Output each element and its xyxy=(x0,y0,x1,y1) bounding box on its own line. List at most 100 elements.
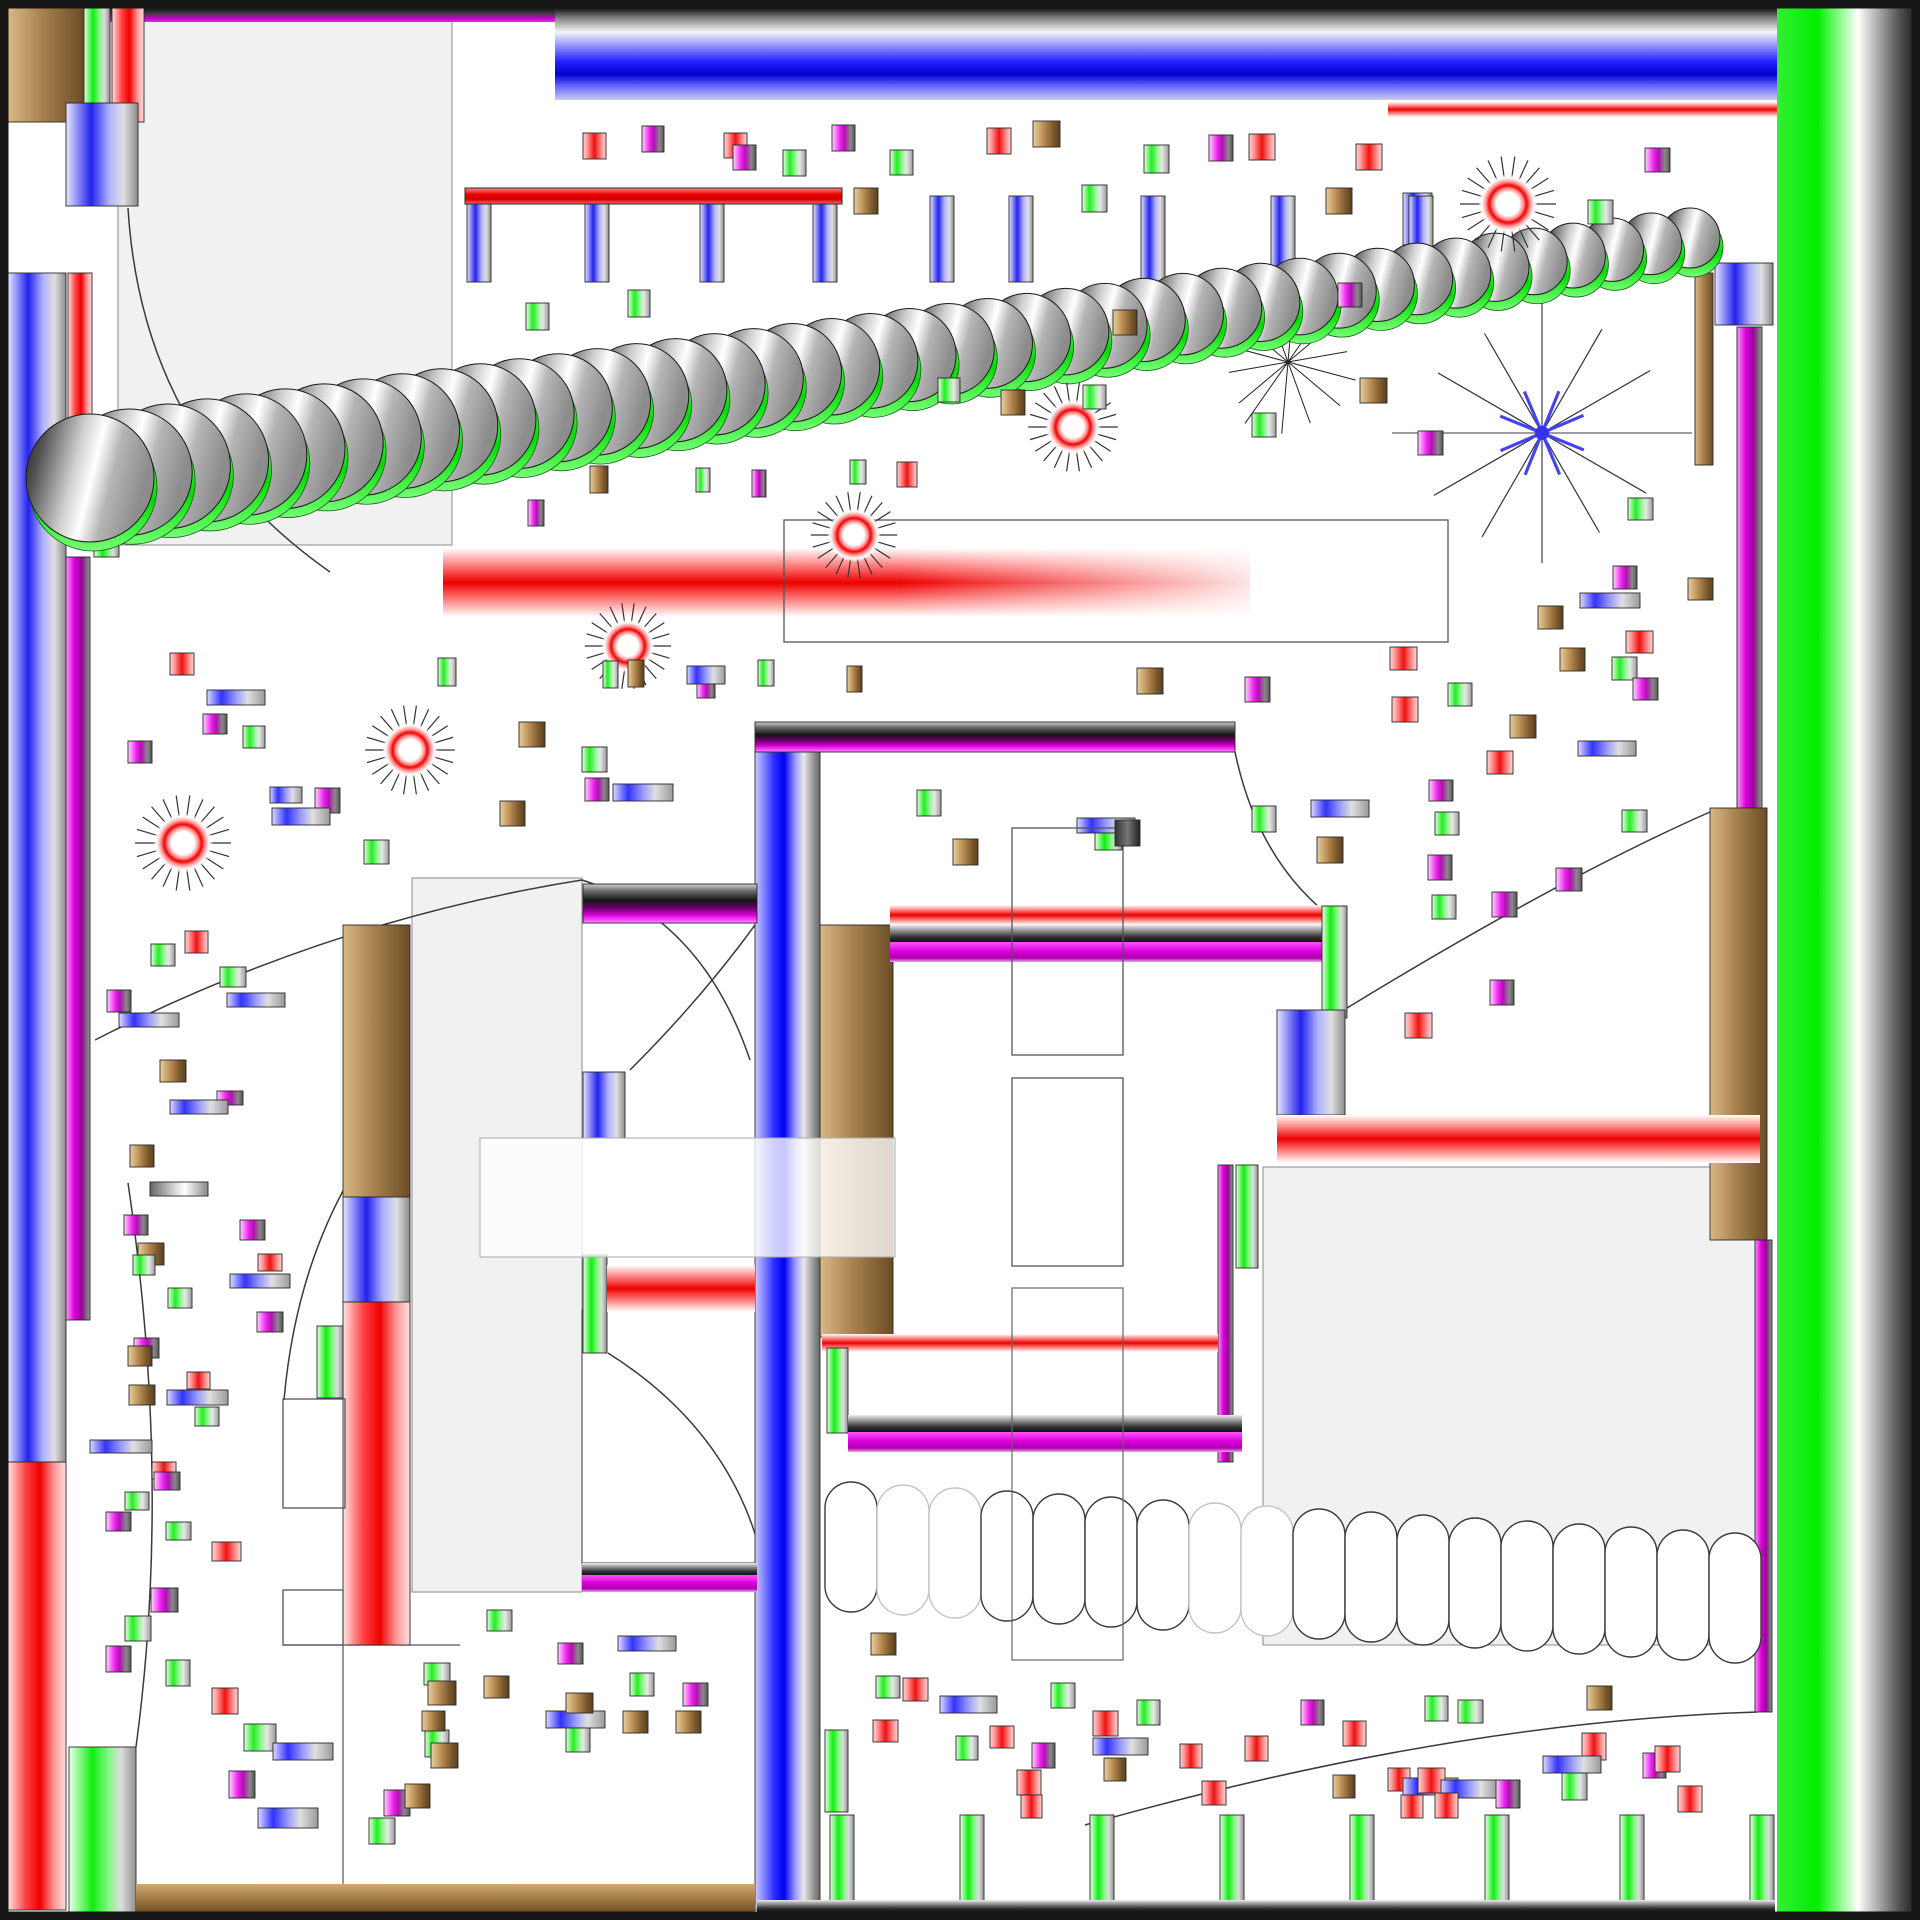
outline-box xyxy=(1011,1077,1124,1267)
scatter-chip-g xyxy=(363,839,390,865)
gradient-bar-magV xyxy=(1217,1164,1234,1463)
scatter-chip-m xyxy=(1612,565,1638,590)
scatter-layer xyxy=(89,120,1714,1845)
scatter-chip-r xyxy=(1625,630,1654,654)
translucent-band xyxy=(479,1137,896,1258)
boxes-top-layer xyxy=(1011,1287,1124,1661)
scatter-chip-br xyxy=(1359,377,1388,404)
scatter-chip-br xyxy=(421,1710,446,1732)
sun-core xyxy=(382,722,438,778)
scatter-chip-bp xyxy=(612,783,674,802)
gradient-bar-blueCol xyxy=(754,751,821,1911)
arc-curve xyxy=(629,924,756,1071)
arc-curve xyxy=(1346,811,1711,1009)
capsule-pill xyxy=(1084,1496,1138,1628)
scatter-chip-br xyxy=(430,1742,459,1769)
sun-burst xyxy=(810,492,898,578)
white-box xyxy=(581,1309,758,1564)
scatter-chip-gp xyxy=(149,1181,209,1197)
scatter-chip-r xyxy=(989,1725,1015,1749)
scatter-chip-g xyxy=(889,149,914,176)
scatter-chip-br xyxy=(1687,577,1714,601)
gradient-bar-magV xyxy=(1736,326,1763,809)
pills-layer xyxy=(824,1481,1762,1664)
scatter-chip-k xyxy=(1114,819,1141,847)
sun-burst xyxy=(135,795,231,891)
scatter-chip-br xyxy=(1332,1774,1356,1799)
gradient-bar-brownV xyxy=(342,924,411,1198)
scatter-chip-g xyxy=(1251,805,1277,833)
scatter-chip-bp xyxy=(1577,740,1637,757)
scatter-chip-g xyxy=(955,1735,979,1761)
scatter-chip-m xyxy=(751,469,767,498)
scatter-chip-g xyxy=(1447,682,1473,707)
scatter-chip-g xyxy=(875,1675,901,1699)
gradient-bar-magSoftH xyxy=(890,942,1322,962)
sun-core xyxy=(1478,174,1538,234)
scatter-chip-br xyxy=(675,1710,702,1734)
scatter-chip-bp xyxy=(686,665,726,685)
scatter-chip-g xyxy=(581,746,608,773)
scatter-chip-g xyxy=(695,467,711,493)
scatter-chip-g xyxy=(1431,894,1457,920)
sphere xyxy=(25,413,155,543)
scatter-chip-r xyxy=(1016,1769,1042,1796)
sun-core xyxy=(827,508,881,562)
capsule-pill xyxy=(1604,1526,1658,1658)
scatter-chip-br xyxy=(427,1680,457,1706)
band-layer xyxy=(479,1137,896,1258)
scatter-chip-g xyxy=(565,1727,591,1753)
regions-layer xyxy=(117,19,1758,1646)
blue-star-core xyxy=(1535,426,1549,440)
scatter-chip-r xyxy=(1417,1767,1446,1794)
scatter-chip-g xyxy=(150,943,176,967)
scatter-chip-g xyxy=(782,149,807,177)
capsule-pill xyxy=(980,1490,1034,1622)
sun-core xyxy=(1045,399,1101,455)
capsule-pill xyxy=(1500,1520,1554,1652)
scatter-chip-m xyxy=(153,1471,181,1491)
scatter-chip-g xyxy=(1136,1699,1161,1726)
scatter-chip-bp xyxy=(118,1012,180,1028)
gradient-bar-greenV xyxy=(826,1347,849,1434)
scatter-chip-g xyxy=(916,789,942,817)
gradient-bar-brownV xyxy=(1709,807,1768,1241)
scatter-chip-r xyxy=(1179,1743,1203,1769)
scatter-chip-g xyxy=(1143,144,1170,174)
sun-burst xyxy=(1460,156,1556,252)
gradient-bar-grayDarkH xyxy=(757,1900,1775,1912)
scatter-chip-m xyxy=(1208,134,1234,162)
blue-column xyxy=(1140,195,1166,283)
gradient-bar-greenV xyxy=(68,1746,137,1916)
gradient-bar-blueTopH xyxy=(555,8,1777,100)
scatter-chip-r xyxy=(896,461,918,488)
scatter-chip-m xyxy=(1495,1779,1521,1809)
scatter-chip-g xyxy=(1082,384,1107,410)
scatter-chip-g xyxy=(1611,656,1638,681)
scatter-chip-r xyxy=(1486,750,1514,775)
scatter-chip-m xyxy=(239,1219,266,1241)
scatter-chip-m xyxy=(1337,282,1363,308)
scatter-chip-br xyxy=(127,1345,153,1367)
scatter-chip-m xyxy=(1491,891,1518,918)
gradient-bar-greenV xyxy=(316,1325,344,1399)
scatter-chip-br xyxy=(499,800,526,827)
scatter-chip-g xyxy=(124,1491,150,1511)
capsule-pill xyxy=(1240,1505,1294,1637)
scatter-chip-bp xyxy=(1310,799,1370,818)
blue-column xyxy=(584,195,610,283)
blue-column xyxy=(929,195,955,283)
scatter-chip-m xyxy=(732,144,757,171)
scatter-chip-br xyxy=(870,1632,897,1656)
gradient-bar-grayDarkH xyxy=(582,1563,757,1575)
scatter-chip-m xyxy=(1300,1699,1325,1726)
scatter-chip-br xyxy=(518,721,546,748)
capsule-pill xyxy=(1188,1502,1242,1634)
scatter-chip-m xyxy=(1632,677,1659,701)
scatter-chip-bp xyxy=(206,689,266,706)
scatter-chip-r xyxy=(872,1719,899,1743)
columns-layer xyxy=(464,187,1434,283)
scatter-chip-m xyxy=(106,989,132,1013)
scatter-chip-g xyxy=(849,459,867,485)
